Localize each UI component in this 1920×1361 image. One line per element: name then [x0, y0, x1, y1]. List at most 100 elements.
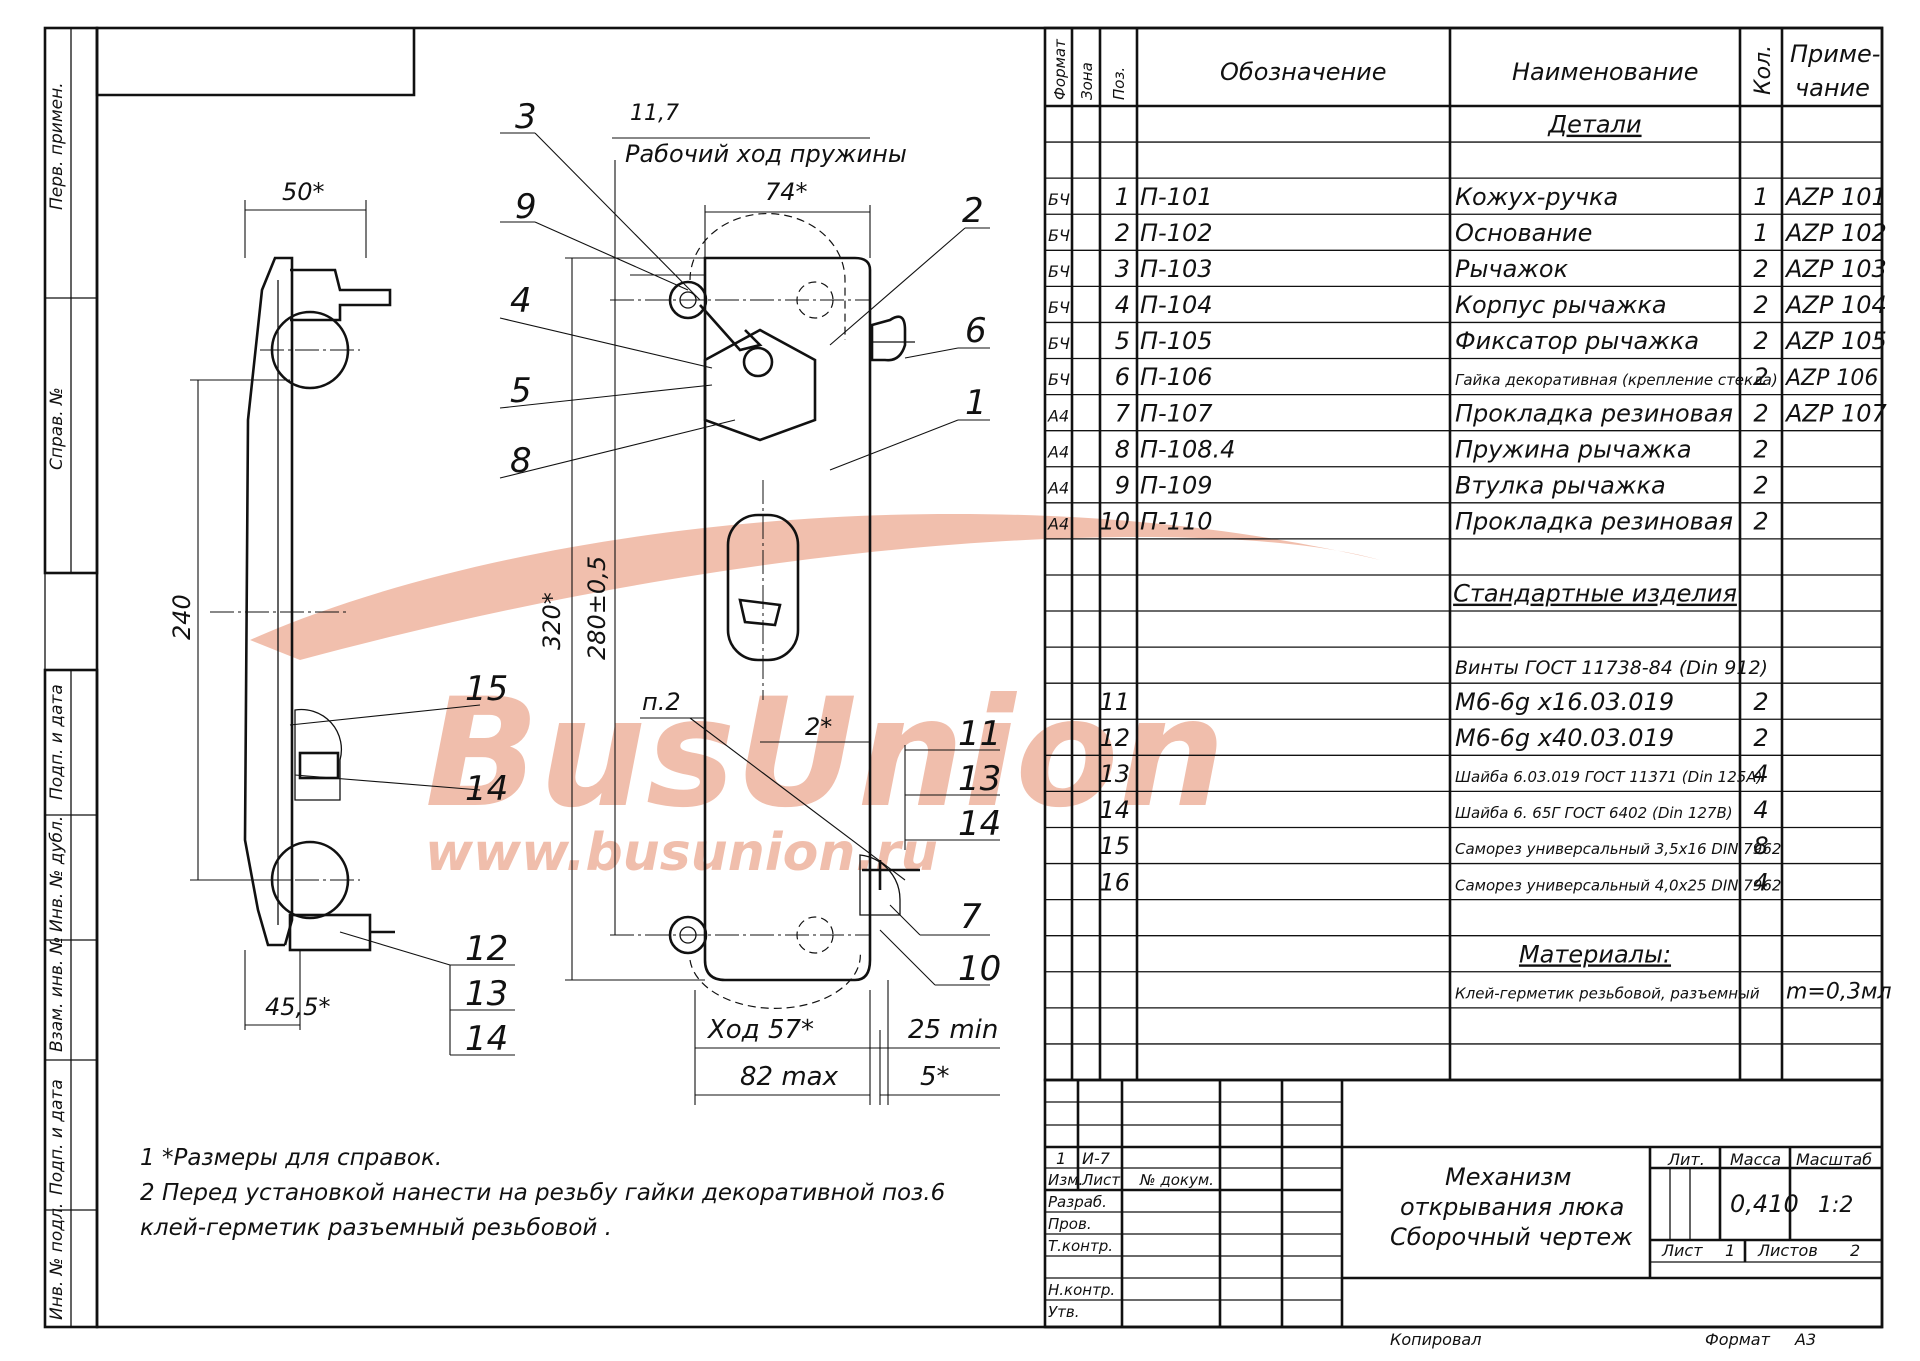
spec-cell-format: БЧ [1048, 298, 1070, 317]
spec-cell-name: М6-6g x16.03.019 [1455, 688, 1674, 716]
dim-82-max: 82 max [740, 1062, 839, 1092]
spec-cell-designation: П-101 [1140, 183, 1213, 211]
spec-cell-format: А4 [1047, 515, 1069, 534]
spec-cell-name: Саморез универсальный 4,0x25 DIN 7962 [1455, 876, 1781, 894]
specification-table: Формат Зона Поз. Обозначение Наименовани… [1043, 26, 1892, 1082]
spec-cell-pos: 6 [1115, 363, 1130, 391]
callout-5: 5 [510, 371, 532, 411]
spec-cell-qty: 2 [1753, 363, 1768, 391]
dim-11-7: 11,7 [630, 101, 679, 126]
callout-6: 6 [965, 311, 987, 351]
spec-header-format: Формат [1051, 38, 1069, 100]
spec-cell-name: Прокладка резиновая [1455, 508, 1733, 536]
spec-cell-qty: 2 [1753, 508, 1768, 536]
callout-14-bottom: 14 [465, 1019, 508, 1059]
spec-cell-designation: П-108.4 [1140, 435, 1235, 463]
spec-cell-qty: 2 [1753, 291, 1768, 319]
tb-mass-value: 0,410 [1730, 1190, 1799, 1218]
spec-cell-note: AZP 104 [1784, 291, 1887, 319]
spec-cell-pos: 15 [1099, 832, 1130, 860]
watermark: BusUnion www.busunion.ru [250, 513, 1380, 883]
callout-14-left: 14 [465, 769, 508, 809]
spec-cell-designation: П-104 [1140, 291, 1213, 319]
spec-cell-note: AZP 106 [1784, 366, 1878, 391]
spec-header-name: Наименование [1512, 58, 1699, 86]
spec-cell-format: А4 [1047, 406, 1069, 425]
spec-row-lines [1045, 141, 1882, 1045]
watermark-swoosh [250, 513, 1380, 660]
spec-cell-name: Стандартные изделия [1453, 580, 1737, 608]
spec-header-note-1: Приме- [1790, 40, 1880, 68]
spec-cell-pos: 10 [1099, 508, 1130, 536]
callout-10: 10 [958, 949, 1001, 989]
tb-rev-code: И-7 [1082, 1149, 1111, 1168]
spec-cell-name: Пружина рычажка [1455, 435, 1692, 463]
drawing-notes: 1 *Размеры для справок. 2 Перед установк… [140, 1145, 945, 1241]
spec-cell-name: Фиксатор рычажка [1455, 327, 1699, 355]
spec-cell-qty: 2 [1753, 255, 1768, 283]
spec-cell-pos: 9 [1115, 471, 1130, 499]
spec-cell-qty: 2 [1753, 435, 1768, 463]
spec-cell-designation: П-109 [1140, 471, 1213, 499]
stamp-label-dubl: Инв. № дубл. [47, 816, 67, 932]
tb-sheets-label: Листов [1757, 1241, 1818, 1260]
spec-cell-name: Шайба 6.03.019 ГОСТ 11371 (Din 125A) [1455, 768, 1762, 786]
spec-cell-qty: 4 [1753, 796, 1768, 824]
dim-320: 320* [538, 592, 566, 650]
tb-title-3: Сборочный чертеж [1390, 1223, 1633, 1251]
spec-cell-name: Детали [1547, 111, 1641, 139]
spec-cell-qty: 4 [1753, 868, 1768, 896]
tb-masshtab: Масштаб [1796, 1150, 1872, 1169]
spec-cell-qty: 2 [1753, 399, 1768, 427]
stamp-label-inv: Инв. № подл. [47, 1203, 67, 1320]
spec-cell-format: БЧ [1048, 190, 1070, 209]
tb-izm: Изм. [1048, 1171, 1083, 1189]
spec-cell-qty: 2 [1753, 688, 1768, 716]
spec-cell-pos: 16 [1099, 868, 1130, 896]
callout-1: 1 [965, 383, 987, 423]
spec-cell-format: БЧ [1048, 226, 1070, 245]
tb-sheet-value: 1 [1725, 1241, 1735, 1260]
spec-header-designation: Обозначение [1220, 58, 1387, 86]
tb-scale-value: 1:2 [1818, 1193, 1853, 1218]
tb-title-2: открывания люка [1400, 1193, 1624, 1221]
note-1: 1 *Размеры для справок. [140, 1145, 442, 1171]
dim-2: 2* [805, 713, 832, 741]
tb-razrab: Разраб. [1048, 1193, 1107, 1211]
spring-travel-label: Рабочий ход пружины [625, 140, 907, 168]
spec-cell-name: Корпус рычажка [1455, 291, 1667, 319]
spec-header-qty: Кол. [1751, 45, 1776, 95]
spec-cell-name: Втулка рычажка [1455, 471, 1666, 499]
tb-copied: Копировал [1390, 1330, 1481, 1349]
spec-cell-format: А4 [1047, 442, 1069, 461]
spec-cell-pos: 14 [1099, 796, 1130, 824]
spec-cell-pos: 8 [1115, 435, 1130, 463]
note-2-cont: клей-герметик разъемный резьбовой . [140, 1215, 612, 1241]
spec-cell-designation: П-107 [1140, 399, 1213, 427]
callout-4: 4 [510, 281, 532, 321]
tb-list: Лист [1081, 1171, 1121, 1189]
spec-cell-pos: 11 [1099, 688, 1130, 716]
spec-cell-format: БЧ [1048, 370, 1070, 389]
spec-cell-qty: 1 [1753, 183, 1768, 211]
tb-utv: Утв. [1048, 1303, 1080, 1321]
spec-header-note-2: чание [1795, 74, 1870, 102]
spec-cell-pos: 3 [1115, 255, 1130, 283]
note-p2: п.2 [642, 688, 681, 716]
dim-5: 5* [920, 1062, 950, 1092]
callout-14: 14 [958, 804, 1001, 844]
stamp-label-podp1: Подп. и дата [47, 684, 67, 800]
spec-cell-qty: 2 [1753, 471, 1768, 499]
spec-cell-pos: 2 [1115, 219, 1130, 247]
callout-13-bottom: 13 [465, 974, 508, 1014]
tb-prov: Пров. [1048, 1215, 1092, 1233]
tb-format-value: А3 [1794, 1330, 1816, 1349]
tb-title-1: Механизм [1445, 1163, 1572, 1191]
spec-cell-name: Саморез универсальный 3,5x16 DIN 7962 [1455, 840, 1781, 858]
tb-nkontr: Н.контр. [1048, 1281, 1115, 1299]
spec-cell-qty: 1 [1753, 219, 1768, 247]
spec-cell-pos: 12 [1099, 724, 1130, 752]
spec-cell-designation: П-110 [1140, 508, 1213, 536]
dim-hod-57: Ход 57* [706, 1015, 814, 1045]
spec-cell-name: Прокладка резиновая [1455, 399, 1733, 427]
